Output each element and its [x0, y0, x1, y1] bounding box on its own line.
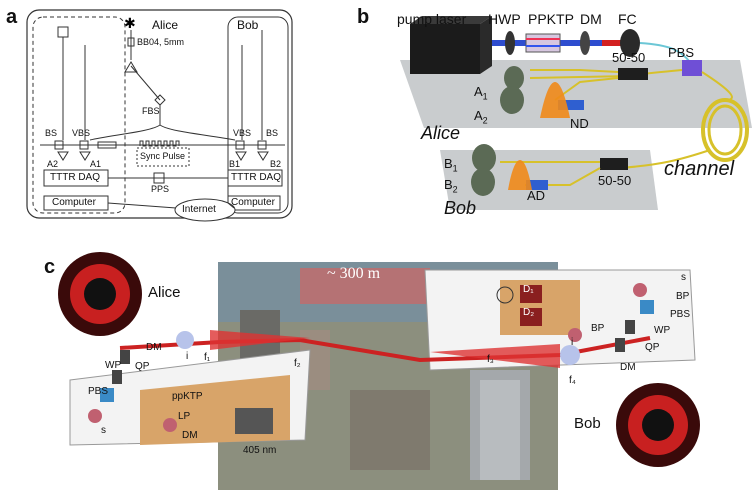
- panel-c-letter: c: [44, 256, 56, 278]
- a-bs-right: BS: [266, 128, 279, 138]
- fc-element: [620, 29, 640, 57]
- c-right-bp1: BP: [676, 291, 690, 302]
- laser-box: [235, 408, 273, 434]
- alice-dashed-box: [32, 16, 126, 214]
- c-left-f1: f₁: [204, 352, 211, 363]
- a-alice-label: Alice: [152, 18, 179, 32]
- a-crystal-label: BB04, 5mm: [137, 37, 185, 47]
- b-ad: AD: [527, 188, 546, 203]
- a-bob-label: Bob: [237, 18, 259, 32]
- b-b2-label: B2: [444, 177, 458, 195]
- c-d2: D₂: [523, 307, 535, 318]
- panel-a-diagram: ✱: [26, 9, 293, 222]
- ppktp-crystal: [525, 33, 561, 53]
- c-left-pbs: PBS: [88, 386, 109, 397]
- d2-box: [520, 308, 542, 326]
- a-sync-pulse-label: Sync Pulse: [140, 151, 186, 161]
- c-d1: D₁: [523, 284, 534, 295]
- c-right-dm: DM: [620, 362, 636, 373]
- hwp-element: [505, 31, 515, 55]
- ad-block: [526, 180, 548, 190]
- c-left-s: s: [101, 425, 106, 436]
- b-upper-board: [400, 60, 752, 128]
- a-bs-left: BS: [45, 128, 58, 138]
- a-b2: B2: [270, 159, 282, 169]
- internet-cloud: [174, 198, 236, 222]
- c-right-pbs: PBS: [670, 309, 691, 320]
- panel-c-diagram: [58, 252, 700, 490]
- c-right-wp: WP: [654, 325, 671, 336]
- d1-box: [520, 285, 542, 303]
- dm-element: [580, 31, 590, 55]
- b-split1: 50-50: [612, 50, 646, 65]
- b-upper-splitter: [618, 68, 648, 80]
- c-laser: 405 nm: [243, 445, 277, 456]
- c-right-f3: f₃: [487, 354, 494, 365]
- c-bob: Bob: [574, 415, 601, 432]
- c-left-f2: f₂: [294, 358, 301, 369]
- c-ppktp: ppKTP: [172, 391, 203, 402]
- panel-b-diagram: [400, 16, 752, 210]
- a-internet-label: Internet: [182, 204, 216, 215]
- b-ppktp: PPKTP: [528, 11, 574, 27]
- b-hwp: HWP: [488, 11, 521, 27]
- b-a2-label: A2: [474, 108, 488, 126]
- panel-b-letter: b: [357, 6, 370, 28]
- b-nd: ND: [570, 116, 589, 131]
- b-fc: FC: [618, 11, 637, 27]
- b-alice: Alice: [421, 123, 461, 143]
- b-channel: channel: [664, 158, 735, 180]
- b-lower-splitter: [600, 158, 628, 170]
- b-b1-label: B1: [444, 156, 458, 174]
- panel-a-frame: [26, 9, 293, 219]
- c-right-qp: QP: [645, 342, 660, 353]
- a-b1: B1: [229, 159, 241, 169]
- panel-a-letter: a: [6, 6, 18, 28]
- c-left-i: i: [186, 351, 189, 362]
- a-vbs-left: VBS: [72, 128, 91, 138]
- pump-laser-box: [410, 24, 480, 74]
- pbs-cube: [682, 60, 702, 76]
- a-computer-left: Computer: [52, 197, 96, 208]
- c-right-f4: f₄: [569, 375, 576, 386]
- b-dm: DM: [580, 11, 602, 27]
- b-bob: Bob: [444, 198, 477, 218]
- a-tttr-right: TTTR DAQ: [231, 172, 281, 183]
- c-left-dm: DM: [146, 342, 162, 353]
- b-a1-label: A1: [474, 84, 488, 102]
- sync-pulse-box: [136, 147, 190, 167]
- a-a1: A1: [90, 159, 102, 169]
- c-lp: LP: [178, 411, 191, 422]
- b-split2: 50-50: [598, 173, 632, 188]
- a-a2: A2: [47, 159, 59, 169]
- a-pps-label: PPS: [151, 184, 170, 194]
- c-alice: Alice: [148, 284, 181, 301]
- c-right-i: i: [571, 337, 574, 348]
- c-right-bp2: BP: [591, 323, 605, 334]
- a-tttr-left: TTTR DAQ: [50, 172, 100, 183]
- c-distance: ~ 300 m: [327, 265, 381, 282]
- bob-box: [227, 16, 289, 214]
- c-left-wp: WP: [105, 360, 122, 371]
- red-beam: [602, 40, 626, 46]
- c-right-s: s: [681, 272, 686, 283]
- svg-text:✱: ✱: [124, 15, 136, 31]
- a-fbs-label: FBS: [142, 106, 160, 116]
- b-pump-laser: pump laser: [397, 11, 467, 27]
- a-vbs-right: VBS: [233, 128, 252, 138]
- c-left-qp: QP: [135, 361, 150, 372]
- a-computer-right: Computer: [231, 197, 275, 208]
- b-pbs: PBS: [668, 45, 695, 60]
- c-dm2: DM: [182, 430, 198, 441]
- nd-block: [558, 100, 584, 110]
